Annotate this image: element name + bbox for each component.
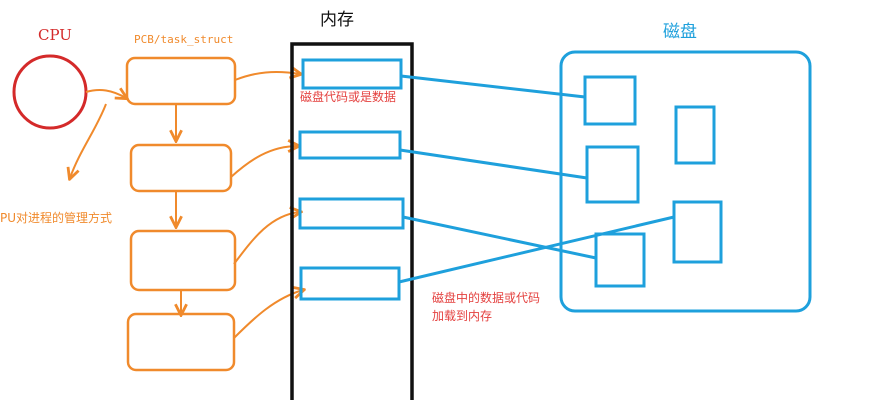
pcb-box-4	[126, 312, 236, 372]
pcb-label: PCB/task_struct	[134, 33, 233, 46]
memory-slot-4	[299, 266, 401, 301]
memory-slot-3	[298, 197, 405, 230]
cpu-circle	[12, 54, 88, 130]
memory-note: 磁盘代码或是数据	[300, 89, 396, 104]
memory-slot-1	[301, 58, 403, 90]
load-note-line-1: 磁盘中的数据或代码	[432, 290, 540, 305]
link-slot3-to-disk	[402, 215, 597, 260]
link-slot1-to-disk	[400, 74, 586, 99]
link-slot4-to-disk	[398, 215, 675, 284]
pcb-to-memory-arrow-4	[233, 290, 303, 339]
cpu-management-label: PU对进程的管理方式	[0, 210, 112, 225]
disk-segment-5	[594, 232, 646, 288]
pcb-box-1	[125, 56, 237, 106]
disk-segment-1	[583, 75, 637, 126]
pcb-box-2	[129, 143, 233, 193]
cpu-curl-arrow	[70, 103, 107, 178]
disk-block	[559, 50, 812, 313]
cpu-to-pcb-arrow	[85, 90, 126, 98]
pcb-to-memory-arrow-2	[230, 146, 298, 178]
disk-segment-4	[672, 200, 723, 264]
load-note-line-2: 加载到内存	[432, 309, 492, 323]
link-slot2-to-disk	[399, 148, 588, 180]
disk-segment-3	[585, 145, 640, 204]
memory-label: 内存	[320, 10, 354, 30]
memory-block	[290, 42, 414, 400]
disk-label: 磁盘	[663, 22, 697, 42]
cpu-label: CPU	[38, 26, 72, 44]
disk-segment-2	[674, 105, 716, 165]
pcb-to-memory-arrow-3	[233, 212, 300, 265]
pcb-box-3	[129, 229, 237, 292]
memory-slot-2	[298, 130, 402, 160]
